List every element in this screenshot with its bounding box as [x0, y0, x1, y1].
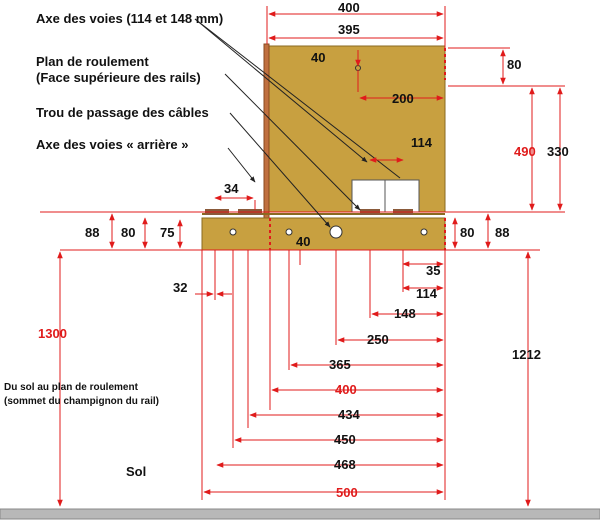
dim-434: 434 [338, 407, 360, 422]
dim-88-r2: 88 [495, 225, 509, 240]
dim-75: 75 [160, 225, 174, 240]
cable-hole [329, 225, 343, 239]
dim-40-mid: 40 [296, 234, 310, 249]
ground-slab [0, 508, 600, 520]
dim-35: 35 [426, 263, 440, 278]
label-axe-arriere: Axe des voies « arrière » [36, 137, 189, 152]
fixing-hole-2 [285, 228, 293, 236]
dim-365: 365 [329, 357, 351, 372]
dim-330: 330 [547, 144, 569, 159]
dim-148: 148 [394, 306, 416, 321]
fixing-hole-1 [229, 228, 237, 236]
dim-400-low: 400 [335, 382, 357, 397]
dim-114-top: 114 [411, 135, 433, 150]
dim-32: 32 [173, 280, 187, 295]
label-plan-line2: (Face supérieure des rails) [36, 70, 201, 85]
label-leaders [194, 18, 401, 228]
reference-lines [40, 6, 565, 500]
dim-114-low: 114 [416, 286, 438, 301]
dim-1300: 1300 [38, 326, 67, 341]
dim-468: 468 [334, 457, 356, 472]
dim-200: 200 [392, 91, 414, 106]
dim-1212: 1212 [512, 347, 541, 362]
dim-250: 250 [367, 332, 389, 347]
label-sol-note-1: Du sol au plan de roulement [4, 382, 139, 393]
dim-34: 34 [224, 181, 239, 196]
label-sol: Sol [126, 464, 146, 479]
dim-88-left: 88 [85, 225, 99, 240]
label-axe-voies: Axe des voies (114 et 148 mm) [36, 11, 223, 26]
dimension-lines [57, 11, 563, 507]
dim-400-top: 400 [338, 0, 360, 15]
upper-block-right [384, 179, 420, 213]
dim-80-r2: 80 [460, 225, 474, 240]
base-plank [201, 217, 446, 251]
label-trou: Trou de passage des câbles [36, 105, 209, 120]
label-plan-line1: Plan de roulement [36, 54, 149, 69]
dim-490: 490 [514, 144, 536, 159]
label-sol-note-2: (sommet du champignon du rail) [4, 396, 159, 407]
dim-450: 450 [334, 432, 356, 447]
dim-40-top: 40 [311, 50, 325, 65]
dim-395: 395 [338, 22, 360, 37]
fixing-hole-3 [420, 228, 428, 236]
dim-500: 500 [336, 485, 358, 500]
dim-80-left: 80 [121, 225, 135, 240]
dim-80-right: 80 [507, 57, 521, 72]
